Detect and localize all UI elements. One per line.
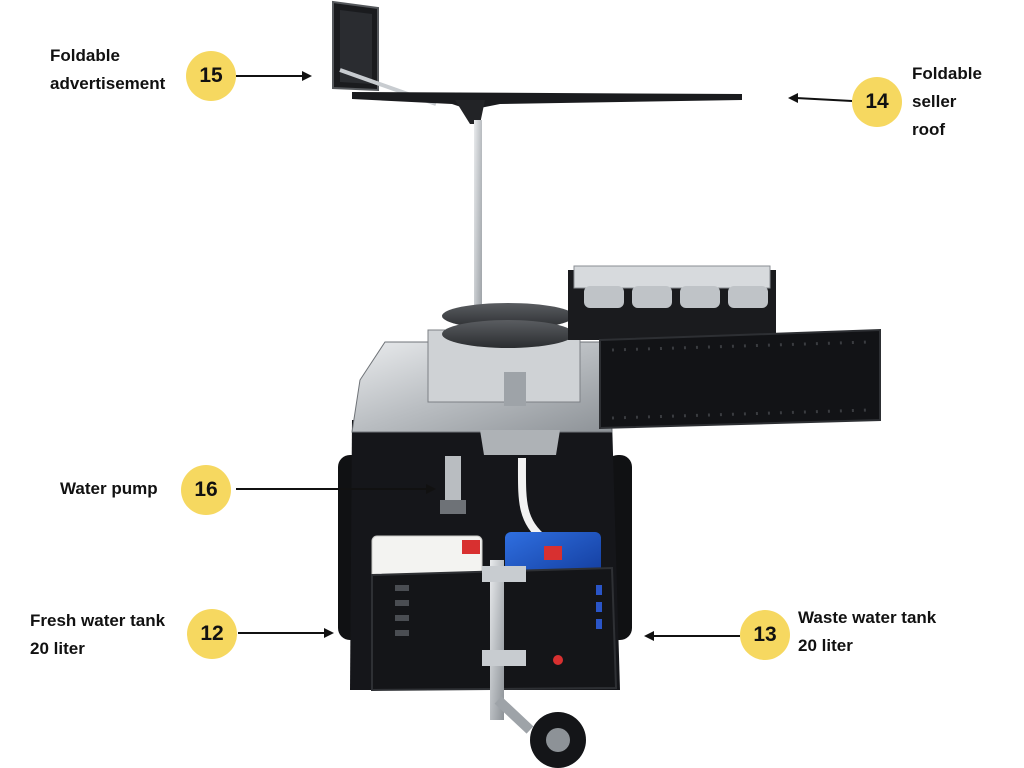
callout-15-line-2: advertisement <box>50 74 166 93</box>
arrowhead-13 <box>644 631 654 641</box>
callout-14-label: Foldable seller roof <box>912 60 982 144</box>
water-pump-unit <box>440 456 466 514</box>
callout-13-label: Waste water tank 20 liter <box>798 604 936 660</box>
callout-14-line-2: seller <box>912 92 957 111</box>
callout-12-line-1: Fresh water tank <box>30 611 166 630</box>
callout-13-line-1: Waste water tank <box>798 608 937 627</box>
advertisement-board <box>332 0 437 106</box>
roof-mast <box>474 120 482 420</box>
callout-16-label: Water pump <box>60 475 158 503</box>
arrowhead-15 <box>302 71 312 81</box>
seller-roof <box>352 92 742 124</box>
arrowhead-14 <box>788 93 798 103</box>
side-shelf-panel <box>599 328 881 430</box>
callout-15-label: Foldable advertisement <box>50 42 165 98</box>
arrow-14 <box>795 97 853 102</box>
callout-12-label: Fresh water tank 20 liter <box>30 607 165 663</box>
topping-container <box>568 265 776 340</box>
callout-15-line-1: Foldable <box>50 46 120 65</box>
jockey-wheel <box>482 560 586 768</box>
crepe-machine <box>427 303 581 406</box>
callout-12-badge: 12 <box>187 609 237 659</box>
callout-12-line-2: 20 liter <box>30 639 85 658</box>
callout-13-badge: 13 <box>740 610 790 660</box>
arrowhead-16 <box>426 484 436 494</box>
callout-16-badge: 16 <box>181 465 231 515</box>
callout-15-badge: 15 <box>186 51 236 101</box>
arrowhead-12 <box>324 628 334 638</box>
callout-14-line-3: roof <box>912 120 946 139</box>
callout-14-badge: 14 <box>852 77 902 127</box>
callout-arrows <box>236 71 853 641</box>
callout-16-line-1: Water pump <box>60 479 158 498</box>
callout-13-line-2: 20 liter <box>798 636 853 655</box>
callout-14-line-1: Foldable <box>912 64 982 83</box>
